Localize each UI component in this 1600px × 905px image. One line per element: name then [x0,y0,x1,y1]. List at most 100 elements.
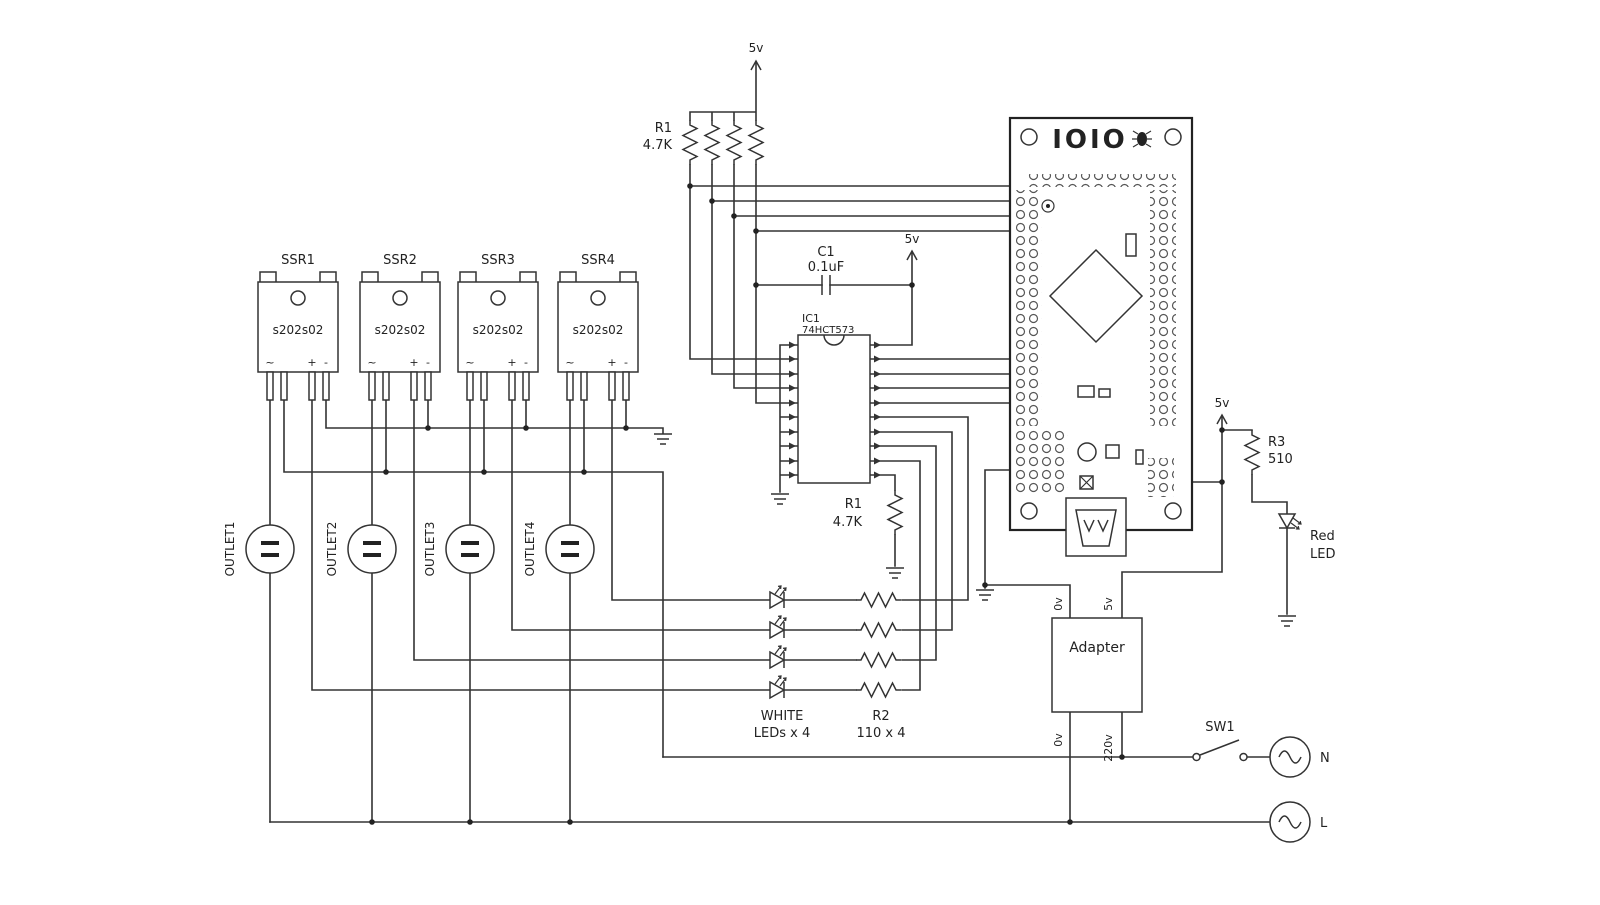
outlet-label: OUTLET1 [223,522,237,577]
white-leds-label-1: WHITE [761,709,804,724]
ac-live-label: L [1320,816,1328,831]
supply-arrow-top: 5v [749,41,764,71]
adapter-pin-5v-top: 5v [1102,597,1115,611]
sw1-label: SW1 [1205,720,1234,735]
resistor-r2-1 [856,591,901,609]
supply-5v-label: 5v [749,41,764,55]
pin-header-top [1026,174,1176,187]
ioio-board: IOIO [1008,116,1194,557]
capacitor-c1: C1 0.1uF [808,245,844,295]
outlet-3: OUTLET3 [423,522,495,577]
ssr-minus-mark: - [624,356,628,369]
white-led-rows: WHITE LEDs x 4 R2 110 x 4 [754,585,906,741]
white-led-2 [769,615,787,639]
red-led-label-2: LED [1310,547,1335,562]
ground-symbol-ssr [653,433,673,445]
supply-5v-label: 5v [905,232,920,246]
r2-name: R2 [872,709,889,724]
ssr-label: SSR3 [481,253,515,268]
pin-header-right [1150,190,1176,426]
r1-top-name: R1 [655,121,672,136]
pullup-resistor-bank-r1: R1 4.7K [643,120,765,165]
adapter-pin-220v-bottom: 220v [1102,734,1115,762]
resistor-r2-3 [856,651,901,669]
c1-value: 0.1uF [808,260,844,275]
resistor-r1-bottom: R1 4.7K [833,490,904,535]
adapter-pin-0v-top: 0v [1052,597,1065,611]
red-led: Red LED [1278,513,1335,562]
white-leds-label-2: LEDs x 4 [754,726,810,741]
ic1-latch: IC1 74HCT573 [789,312,881,484]
ssr-module-2: s202s02 ~ + - SSR2 [359,253,441,401]
ground-symbol-ic [770,493,790,505]
ssr-label: SSR2 [383,253,417,268]
ssr-minus-mark: - [324,356,328,369]
outlet-label: OUTLET2 [325,522,339,577]
outlet-label: OUTLET3 [423,522,437,577]
ssr-module-1: s202s02 ~ + - SSR1 [257,253,339,401]
ssr-label: SSR4 [581,253,615,268]
outlet-4: OUTLET4 [523,522,595,576]
white-led-3 [769,645,787,669]
mcu-chip [1048,248,1144,344]
c1-name: C1 [817,245,834,260]
resistor-r3: R3 510 [1243,430,1293,475]
red-led-label-1: Red [1310,529,1335,544]
usb-connector [1065,497,1127,557]
mounting-hole [1020,502,1038,520]
r3-name: R3 [1268,435,1285,450]
ic1-name: IC1 [802,312,820,325]
ssr-part-number: s202s02 [473,323,524,337]
adapter-title: Adapter [1069,640,1125,656]
ic1-left-pin-arrows [789,341,796,479]
ssr-module-3: s202s02 ~ + - SSR3 [457,253,539,401]
r1-bottom-name: R1 [845,497,862,512]
ssr-ac-mark: ~ [367,356,376,369]
ssr-plus-mark: + [507,356,516,369]
ac-source-neutral: N [1269,736,1330,778]
resistor-r1-top-4 [747,120,765,165]
ground-symbol-r1 [885,567,905,579]
ic1-right-pin-arrows [874,341,881,479]
ic1-part: 74HCT573 [802,325,854,336]
ssr-ac-mark: ~ [565,356,574,369]
r1-bottom-value: 4.7K [833,515,863,530]
r1-top-value: 4.7K [643,138,673,153]
pin-header-left [1016,190,1042,426]
pin-header-bottom-left [1016,428,1068,493]
resistor-r1-top-1 [681,120,699,165]
resistor-r1-top-3 [725,120,743,165]
ssr-part-number: s202s02 [573,323,624,337]
r2-value: 110 x 4 [856,726,905,741]
ssr-minus-mark: - [524,356,528,369]
supply-arrow-c1: 5v [905,232,920,261]
white-led-4 [769,675,787,699]
ac-source-live: L [1269,801,1328,843]
ssr-ac-mark: ~ [265,356,274,369]
mounting-hole [1164,128,1182,146]
junction-dots [369,183,1225,825]
supply-5v-label: 5v [1215,396,1230,410]
ssr-plus-mark: + [409,356,418,369]
adapter-pin-0v-bottom: 0v [1052,733,1065,747]
pin-header-bottom-right [1148,458,1174,497]
ac-neutral-label: N [1320,751,1330,766]
ssr-label: SSR1 [281,253,315,268]
outlet-2: OUTLET2 [325,522,397,577]
supply-arrow-r3: 5v [1215,396,1230,425]
resistor-r2-4 [856,681,901,699]
white-led-1 [769,585,787,609]
resistor-r2-2 [856,621,901,639]
ground-symbol-led [1277,615,1297,627]
ssr-module-4: s202s02 ~ + - SSR4 [557,253,639,401]
ssr-part-number: s202s02 [375,323,426,337]
switch-sw1: SW1 [1192,720,1248,762]
wires-left-region [269,399,771,823]
ssr-minus-mark: - [426,356,430,369]
mounting-hole [1164,502,1182,520]
ssr-ac-mark: ~ [465,356,474,369]
resistor-r1-top-2 [703,120,721,165]
ioio-logo: IOIO [1052,125,1128,155]
